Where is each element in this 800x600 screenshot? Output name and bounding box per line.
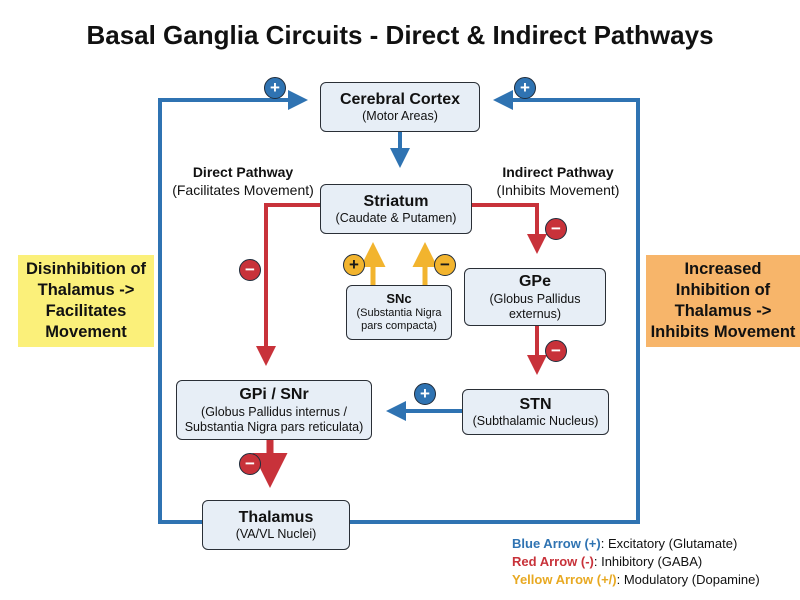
modulatory-minus-icon: −: [434, 254, 456, 276]
diagram-title: Basal Ganglia Circuits - Direct & Indire…: [86, 20, 714, 50]
pathway-title: Indirect Pathway: [502, 164, 614, 180]
modulatory-plus-icon: +: [343, 254, 365, 276]
gpi-snr-node: GPi / SNr (Globus Pallidus internus / Su…: [176, 380, 372, 440]
plus-icon: +: [264, 77, 286, 99]
legend-key: Yellow Arrow (+/): [512, 571, 617, 587]
node-name: STN: [519, 395, 552, 413]
node-description: (VA/VL Nuclei): [235, 527, 317, 542]
plus-icon: +: [414, 383, 436, 405]
gpe-node: GPe (Globus Pallidus externus): [464, 268, 606, 326]
node-description: (Caudate & Putamen): [335, 211, 457, 226]
pathway-description: (Inhibits Movement): [496, 182, 620, 199]
minus-icon: −: [239, 453, 261, 475]
striatum-to-gpe-indirect-arrow: [472, 203, 547, 254]
legend-desc: : Inhibitory (GABA): [593, 553, 703, 569]
legend-desc: : Excitatory (Glutamate): [600, 536, 738, 551]
striatum-node: Striatum (Caudate & Putamen): [320, 184, 472, 234]
node-name: Thalamus: [238, 508, 314, 526]
node-name: GPe: [518, 272, 551, 290]
legend-desc: : Modulatory (Dopamine): [616, 571, 760, 587]
increased-inhibition-callout: Increased Inhibition of Thalamus -> Inhi…: [646, 255, 800, 347]
legend-key: Blue Arrow (+): [512, 536, 601, 551]
node-description: (Globus Pallidus externus): [489, 291, 581, 321]
minus-icon: −: [545, 218, 567, 240]
node-description: (Subthalamic Nucleus): [472, 414, 599, 429]
node-name: GPi / SNr: [239, 385, 309, 403]
legend: Blue Arrow (+): Excitatory (Glutamate) R…: [512, 535, 797, 588]
pathway-description: (Facilitates Movement): [172, 182, 314, 199]
loop-thalamus-to-cortex-right-arrow: [350, 90, 640, 524]
minus-icon: −: [545, 340, 567, 362]
disinhibition-callout: Disinhibition of Thalamus -> Facilitates…: [18, 255, 154, 347]
node-name: SNc: [386, 291, 412, 307]
legend-excitatory: Blue Arrow (+): Excitatory (Glutamate): [512, 535, 797, 553]
legend-key: Red Arrow (-): [512, 553, 594, 569]
thalamus-node: Thalamus (VA/VL Nuclei): [202, 500, 350, 550]
legend-inhibitory: Red Arrow (-): Inhibitory (GABA): [512, 553, 797, 571]
indirect-pathway-label: Indirect Pathway (Inhibits Movement): [488, 163, 628, 199]
snc-node: SNc (Substantia Nigra pars compacta): [346, 285, 452, 340]
node-name: Striatum: [363, 192, 429, 210]
node-description: (Motor Areas): [362, 109, 438, 124]
loop-thalamus-to-cortex-left-arrow: [158, 90, 308, 524]
pathway-title: Direct Pathway: [192, 164, 294, 180]
minus-icon: −: [239, 259, 261, 281]
striatum-to-gpi-direct-arrow: [256, 203, 320, 366]
stn-node: STN (Subthalamic Nucleus): [462, 389, 609, 435]
direct-pathway-label: Direct Pathway (Facilitates Movement): [168, 163, 318, 199]
cerebral-cortex-node: Cerebral Cortex (Motor Areas): [320, 82, 480, 132]
node-name: Cerebral Cortex: [339, 90, 461, 108]
plus-icon: +: [514, 77, 536, 99]
node-description: (Globus Pallidus internus / Substantia N…: [184, 404, 364, 434]
legend-modulatory: Yellow Arrow (+/): Modulatory (Dopamine): [512, 571, 797, 589]
node-description: (Substantia Nigra pars compacta): [356, 307, 442, 333]
